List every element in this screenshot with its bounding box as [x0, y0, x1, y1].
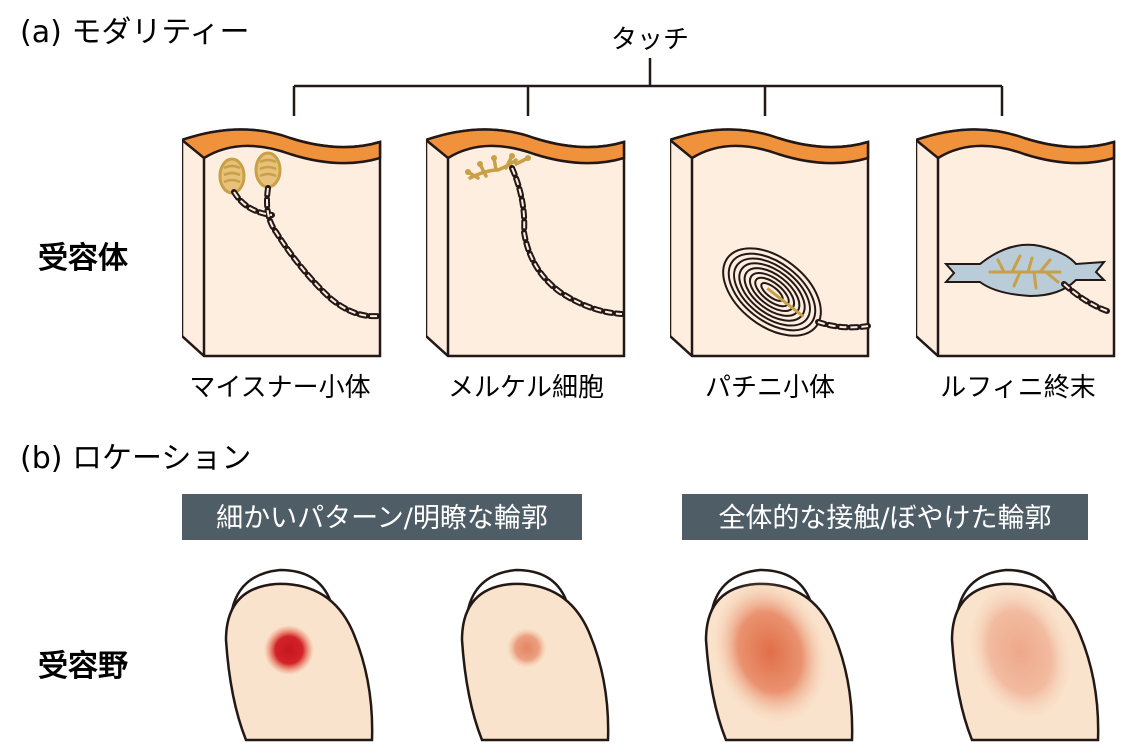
band-fine-pattern — [182, 494, 582, 540]
receptor-label-merkel: メルケル細胞 — [448, 373, 604, 403]
band-broad-contact — [682, 494, 1088, 540]
receptor-label-pacinian: パチニ小体 — [705, 373, 835, 403]
receptive-field-row-label: 受容野 — [38, 649, 128, 684]
section-b-title: (b) ロケーション — [20, 441, 251, 476]
ruffini-ending-icon — [916, 128, 1116, 358]
merkel-cell-icon — [426, 128, 626, 358]
section-a-title: (a) モダリティー — [20, 15, 250, 50]
receptor-label-ruffini: ルフィニ終末 — [940, 373, 1095, 403]
band-label-fine: 細かいパターン/明瞭な輪郭 — [216, 503, 548, 534]
fingertip-small-sharp-field-icon — [224, 568, 374, 742]
band-label-broad: 全体的な接触/ぼやけた輪郭 — [718, 503, 1051, 534]
touch-group-label: タッチ — [611, 25, 689, 55]
pacinian-corpuscle-icon — [670, 128, 871, 358]
fingertip-large-field-icon — [704, 568, 854, 742]
receptor-row-label: 受容体 — [38, 241, 129, 276]
fingertip-large-faint-field-icon — [950, 568, 1100, 742]
receptor-label-meissner: マイスナー小体 — [189, 373, 370, 403]
fingertip-small-faint-field-icon — [460, 568, 610, 742]
modality-bracket — [292, 58, 1004, 116]
meissner-corpuscle-icon — [182, 128, 382, 358]
